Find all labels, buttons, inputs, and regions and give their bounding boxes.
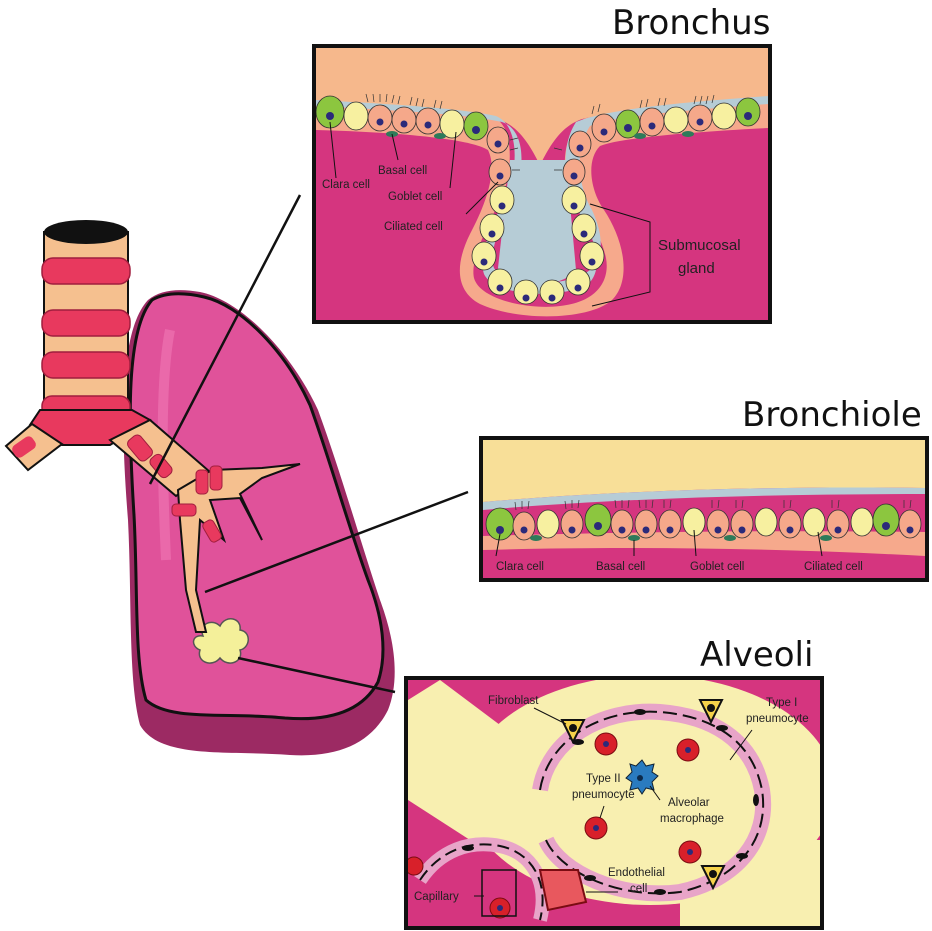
bronchiole-clara-label: Clara cell [496,561,544,573]
macrophage-label-2: macrophage [660,813,724,825]
bronchus-title: Bronchus [612,3,770,43]
bronchiole-ciliated-label: Ciliated cell [804,561,863,573]
bronchiole-basal-label: Basal cell [596,561,645,573]
fibroblast-label: Fibroblast [488,695,539,707]
trachea-opening [44,220,128,244]
bronchiole-goblet-label: Goblet cell [690,561,744,573]
submucosal-gland-label-2: gland [678,260,715,277]
bronchiole-panel: Clara cell Basal cell Goblet cell Ciliat… [479,436,929,582]
endothelial-label-2: cell [630,883,647,895]
alveoli-panel: Fibroblast Type I pneumocyte Type II pne… [404,675,835,930]
bronchus-ciliated-label: Ciliated cell [384,221,443,233]
type-ii-label-2: pneumocyte [572,789,635,801]
macrophage-label-1: Alveolar [668,797,710,809]
bronchus-clara-label: Clara cell [322,179,370,191]
capillary-label: Capillary [414,891,459,903]
capillary-rbc [540,870,586,910]
lung [123,290,394,755]
bronchus-basal-label: Basal cell [378,165,427,177]
submucosal-gland-label-1: Submucosal [658,237,741,254]
type-ii-label-1: Type II [586,773,621,785]
alveoli-title: Alveoli [700,635,813,675]
bronchiole-title: Bronchiole [742,395,922,435]
type-i-label-2: pneumocyte [746,713,809,725]
bronchus-panel: Clara cell Basal cell Goblet cell Ciliat… [312,44,772,324]
endothelial-label-1: Endothelial [608,867,665,879]
bronchus-goblet-label: Goblet cell [388,191,442,203]
type-i-label-1: Type I [766,697,797,709]
